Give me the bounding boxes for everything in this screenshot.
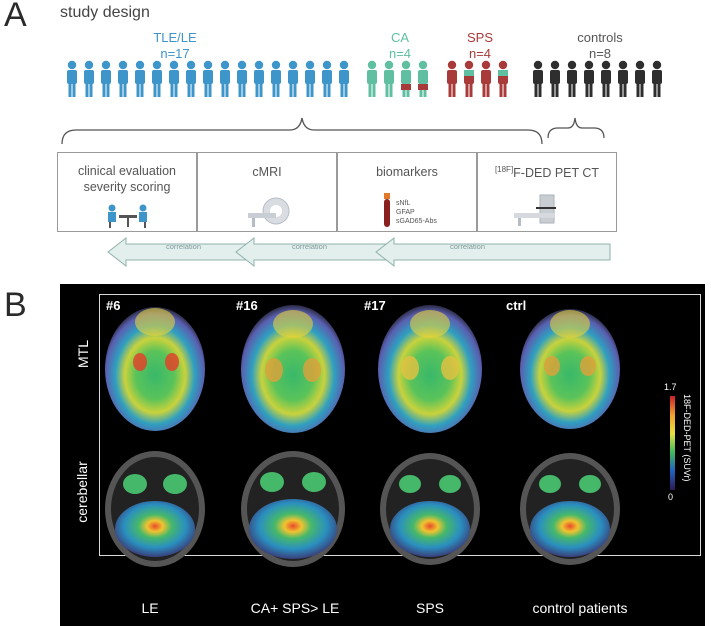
colorbar-max: 1.7 xyxy=(664,382,677,392)
pet-image-panel: MTL cerebellar #6 #16 #17 ctrl xyxy=(60,284,705,626)
brain-scans xyxy=(105,305,675,567)
group-ca: CA n=4 xyxy=(375,30,425,62)
box-label: severity scoring xyxy=(83,180,171,194)
group-count: n=8 xyxy=(588,46,612,61)
case-tag: #17 xyxy=(364,298,386,313)
correlation-label: correlation xyxy=(166,242,202,251)
box-label: clinical evaluation xyxy=(78,164,176,178)
mtl-scan-2 xyxy=(241,305,345,433)
group-tle-le: TLE/LE n=17 xyxy=(140,30,210,62)
biomarker-item: sGAD65-Abs xyxy=(396,218,437,225)
column-label-le: LE xyxy=(141,600,159,616)
correlation-arrows xyxy=(107,236,611,268)
group-controls: controls n=8 xyxy=(560,30,640,62)
cerebellar-scan-4 xyxy=(520,453,620,565)
group-count: n=4 xyxy=(468,46,492,61)
biomarker-item: GFAP xyxy=(396,209,415,216)
group-count: n=17 xyxy=(160,46,190,61)
sps-people xyxy=(447,60,508,97)
group-name: SPS xyxy=(466,30,493,45)
control-people xyxy=(533,60,662,97)
box-label: biomarkers xyxy=(376,165,438,179)
blood-tube-icon xyxy=(384,193,390,227)
cmri-box: cMRI xyxy=(197,152,337,232)
column-label-control: control patients xyxy=(532,600,628,616)
clinical-evaluation-box: clinical evaluation severity scoring xyxy=(57,152,197,232)
box-label: [18F]F-DED PET CT xyxy=(478,165,616,180)
pet-ct-label: F-DED PET CT xyxy=(513,166,600,181)
pet-ct-box: [18F]F-DED PET CT xyxy=(477,152,617,232)
biomarker-item: sNfL xyxy=(396,200,411,207)
study-design-title: study design xyxy=(60,4,150,21)
column-label-ca-sps: CA+ SPS> LE xyxy=(250,600,340,616)
colorbar-min: 0 xyxy=(668,492,674,502)
group-name: controls xyxy=(577,30,623,45)
ca-people xyxy=(367,60,428,97)
case-tag: ctrl xyxy=(506,298,527,313)
isotope-superscript: [18F] xyxy=(494,165,514,174)
group-name: CA xyxy=(390,30,410,45)
group-count: n=4 xyxy=(388,46,412,61)
cerebellar-scan-1 xyxy=(105,451,205,567)
clinicians-icon xyxy=(108,204,147,228)
grouping-braces xyxy=(61,117,605,145)
case-tag: #6 xyxy=(106,298,121,313)
correlation-label: correlation xyxy=(450,242,486,251)
biomarkers-box: biomarkers sNfL GFAP sGAD65-Abs xyxy=(337,152,477,232)
correlation-label: correlation xyxy=(292,242,328,251)
pet-scanner-icon xyxy=(514,194,556,226)
group-name: TLE/LE xyxy=(153,30,197,45)
mtl-scan-4 xyxy=(520,309,620,429)
panel-a-letter: A xyxy=(4,0,27,34)
box-label: cMRI xyxy=(252,165,282,179)
pet-image-frame xyxy=(99,294,701,556)
mri-scanner-icon xyxy=(248,197,290,227)
cerebellar-scan-2 xyxy=(241,451,345,567)
group-sps: SPS n=4 xyxy=(455,30,505,62)
mtl-scan-1 xyxy=(105,307,205,431)
column-label-sps: SPS xyxy=(415,600,444,616)
colorbar-label: 18F-DED-PET (SUVr) xyxy=(682,394,692,482)
case-tag: #16 xyxy=(236,298,258,313)
tle-le-people xyxy=(67,60,349,97)
mtl-scan-3 xyxy=(378,305,482,433)
panel-b-letter: B xyxy=(4,286,27,324)
cerebellar-scan-3 xyxy=(380,453,480,565)
colorbar xyxy=(670,396,675,490)
participant-icons xyxy=(67,60,662,97)
